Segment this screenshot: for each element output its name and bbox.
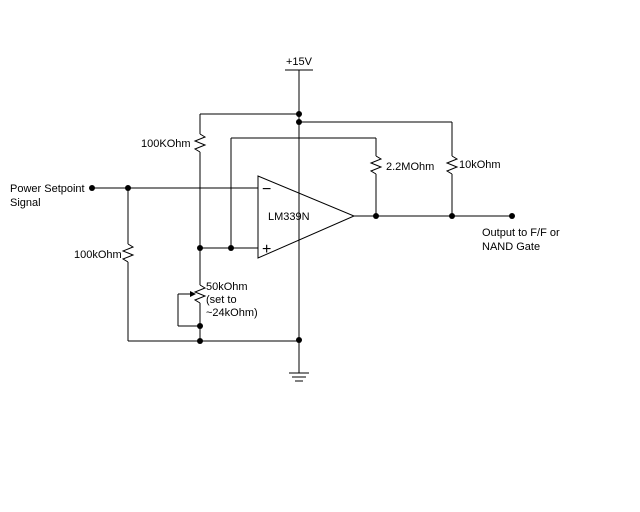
supply-label: +15V [286,56,313,68]
output-terminal-dot [509,213,515,219]
junction-dot [228,245,234,251]
pot-label-line3: ~24kOhm) [206,307,258,319]
potentiometer-50k [177,284,207,341]
output-label-line2: NAND Gate [482,241,540,253]
resistor-10k-label: 10kOhm [459,159,501,171]
junction-dot [197,338,203,344]
ground-symbol [289,340,309,382]
output-label-line1: Output to F/F or [482,227,560,239]
feedback-path [230,137,383,248]
opamp-plus-sign: + [262,241,271,258]
opamp-lm339n [136,175,512,259]
input-terminal-dot [89,185,95,191]
supply-rail [200,69,452,340]
junction-dot [449,213,455,219]
input-label-line2: Signal [10,197,41,209]
opamp-minus-sign: − [262,181,271,198]
resistor-100k-bottom [121,188,299,342]
junction-dot [197,245,203,251]
opamp-label: LM339N [268,211,310,223]
junction-dot [373,213,379,219]
resistor-100k-bottom-label: 100kOhm [74,249,122,261]
resistor-100k-top [193,114,207,285]
junction-dot [296,111,302,117]
input-label-line1: Power Setpoint [10,183,85,195]
junction-dot [296,119,302,125]
junction-dot [296,337,302,343]
resistor-2m2-label: 2.2MOhm [386,161,434,173]
junction-dot [197,323,203,329]
pot-label-line2: (set to [206,294,237,306]
pot-label-line1: 50kOhm [206,281,248,293]
resistor-10k-pullup [445,122,459,215]
resistor-100k-top-label: 100KOhm [141,138,191,150]
junction-dot [125,185,131,191]
